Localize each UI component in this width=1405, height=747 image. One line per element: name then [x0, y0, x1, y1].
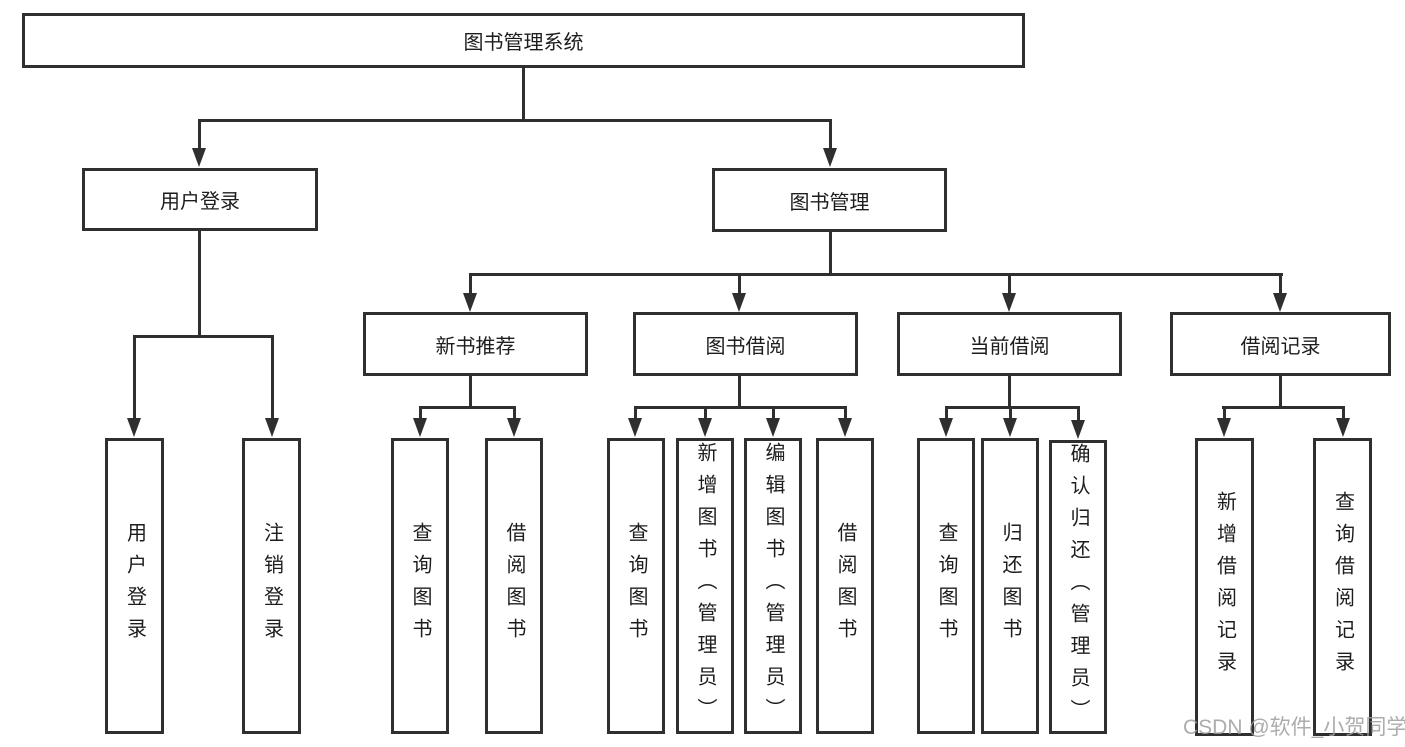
node-label: 用户登录 [160, 191, 240, 213]
node-borrowing-records: 借阅记录 [1170, 312, 1391, 376]
node-label: 借阅图书 [503, 522, 525, 650]
connector-drop [513, 406, 516, 420]
connector-drop [772, 406, 775, 420]
node-cb-query-books: 查询图书 [917, 438, 975, 734]
connector-drop [133, 335, 136, 420]
node-current-borrowing: 当前借阅 [897, 312, 1122, 376]
arrowhead-down-icon [1217, 418, 1231, 437]
connector-stub [738, 376, 741, 408]
arrowhead-down-icon [192, 148, 206, 167]
node-label: 查询借阅记录 [1331, 491, 1354, 683]
connector-drop [829, 119, 832, 150]
node-label: 图书借阅 [705, 335, 786, 358]
connector-drop [419, 406, 422, 420]
connector-stub [469, 376, 472, 408]
arrowhead-down-icon [766, 418, 780, 437]
node-label: 确认归还（管理员） [1067, 443, 1089, 731]
arrowhead-down-icon [698, 418, 712, 437]
connector-rail [634, 406, 847, 409]
arrowhead-down-icon [732, 293, 746, 312]
connector-drop [844, 406, 847, 420]
connector-drop [1223, 406, 1226, 420]
node-label: 新书推荐 [435, 335, 516, 358]
arrowhead-down-icon [838, 418, 852, 437]
connector-drop [1279, 273, 1282, 295]
node-leaf-user-login: 用户登录 [105, 438, 164, 734]
node-book-management: 图书管理 [712, 168, 947, 232]
connector-drop [1008, 273, 1011, 295]
node-label: 新增图书（管理员） [694, 442, 716, 730]
connector-root-stub [522, 68, 525, 120]
connector-drop [198, 119, 201, 150]
connector-rail [1222, 406, 1345, 409]
node-label: 编辑图书（管理员） [762, 442, 784, 730]
node-label: 查询图书 [409, 522, 431, 650]
node-label: 注销登录 [260, 522, 283, 650]
connector-drop [1009, 406, 1012, 420]
arrowhead-down-icon [463, 293, 477, 312]
connector-stub [1008, 376, 1011, 408]
node-br-add-borrow-record: 新增借阅记录 [1195, 438, 1254, 736]
connector-drop [634, 406, 637, 420]
arrowhead-down-icon [507, 418, 521, 437]
arrowhead-down-icon [127, 418, 141, 437]
arrowhead-down-icon [1336, 418, 1350, 437]
connector-rail [419, 406, 516, 409]
node-cb-confirm-return-admin: 确认归还（管理员） [1049, 440, 1107, 734]
arrowhead-down-icon [413, 418, 427, 437]
connector-drop [738, 273, 741, 295]
arrowhead-down-icon [265, 418, 279, 437]
arrowhead-down-icon [628, 418, 642, 437]
node-book-borrowing: 图书借阅 [633, 312, 858, 376]
node-bb-add-books-admin: 新增图书（管理员） [676, 438, 734, 734]
arrowhead-down-icon [1273, 293, 1287, 312]
connector-user-login-rail [133, 335, 274, 338]
node-label: 图书管理 [789, 191, 870, 214]
connector-level3-rail [469, 273, 1283, 276]
node-rec-borrow-books: 借阅图书 [485, 438, 543, 734]
node-label: 新增借阅记录 [1213, 491, 1236, 683]
connector-drop [1342, 406, 1345, 420]
node-leaf-logout: 注销登录 [242, 438, 301, 734]
node-label: 借阅记录 [1240, 335, 1321, 358]
node-user-login: 用户登录 [82, 168, 318, 231]
node-bb-query-books: 查询图书 [607, 438, 665, 734]
connector-drop [271, 335, 274, 420]
node-bb-borrow-books: 借阅图书 [816, 438, 874, 734]
connector-rail [945, 406, 1080, 409]
arrowhead-down-icon [823, 148, 837, 167]
connector-drop [704, 406, 707, 420]
arrowhead-down-icon [1003, 418, 1017, 437]
connector-user-login-stub [198, 230, 201, 337]
arrowhead-down-icon [1071, 420, 1085, 439]
node-library-management-system: 图书管理系统 [22, 13, 1025, 68]
connector-drop [945, 406, 948, 420]
node-label: 查询图书 [625, 522, 647, 650]
node-cb-return-books: 归还图书 [981, 438, 1039, 734]
arrowhead-down-icon [1002, 293, 1016, 312]
connector-drop [469, 273, 472, 295]
csdn-watermark: CSDN @软件_小贺同学 [1183, 716, 1405, 739]
connector-book-mgmt-stub [829, 232, 832, 275]
node-rec-query-books: 查询图书 [391, 438, 449, 734]
node-new-book-recommendation: 新书推荐 [363, 312, 588, 376]
node-label: 用户登录 [123, 522, 146, 650]
node-label: 查询图书 [935, 522, 957, 650]
connector-drop [1077, 406, 1080, 422]
connector-level2-rail [198, 119, 832, 122]
node-label: 当前借阅 [969, 335, 1050, 358]
node-bb-edit-books-admin: 编辑图书（管理员） [744, 438, 802, 734]
node-label: 借阅图书 [834, 522, 856, 650]
connector-stub [1279, 376, 1282, 408]
node-label: 归还图书 [999, 522, 1021, 650]
arrowhead-down-icon [939, 418, 953, 437]
node-br-query-borrow-record: 查询借阅记录 [1313, 438, 1372, 736]
node-label: 图书管理系统 [463, 32, 584, 54]
